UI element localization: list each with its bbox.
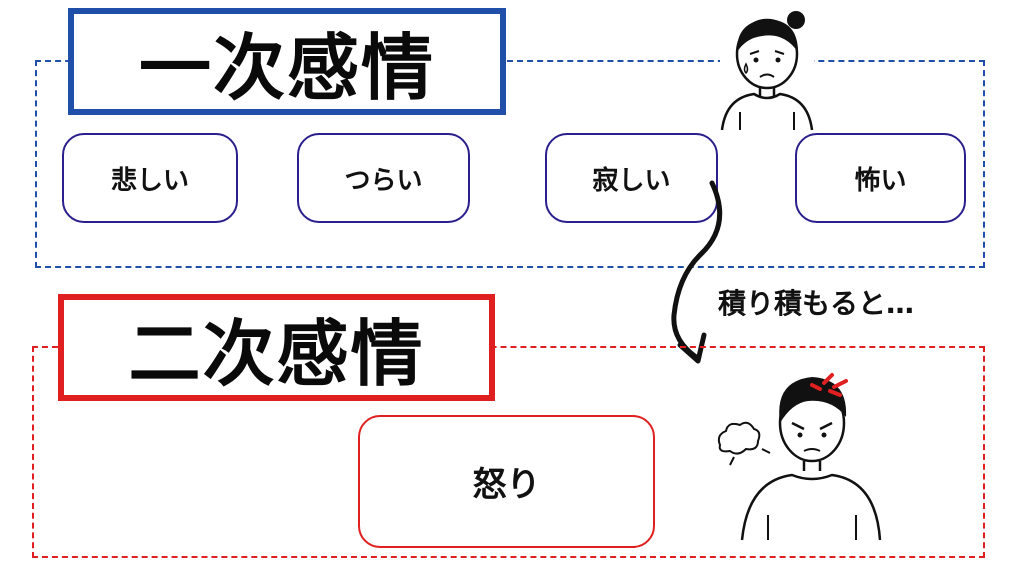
huff-cloud-icon <box>717 421 771 466</box>
primary-emotion-region <box>35 60 985 268</box>
emotion-card-painful: つらい <box>297 133 470 223</box>
secondary-emotion-title: 二次感情 <box>58 294 495 401</box>
emotion-card-scared: 怖い <box>795 133 966 223</box>
curved-arrow-icon <box>671 180 723 364</box>
angry-person-illustration <box>717 373 882 541</box>
anger-mark-icon <box>810 373 848 397</box>
sad-woman-illustration <box>720 11 814 131</box>
secondary-emotion-region <box>32 346 985 558</box>
emotion-card-lonely: 寂しい <box>545 133 718 223</box>
emotion-card-sad: 悲しい <box>62 133 238 223</box>
emotion-card-anger: 怒り <box>358 415 655 548</box>
primary-emotion-title: 一次感情 <box>68 8 506 115</box>
accumulation-label: 積り積もると… <box>718 287 915 320</box>
